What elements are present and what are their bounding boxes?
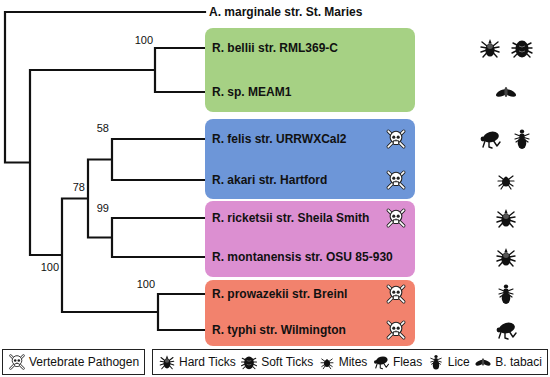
hard-tick-icon [497, 248, 515, 266]
legend-icon [318, 353, 336, 371]
taxon-name: R. sp. MEAM1 [212, 84, 291, 100]
legend-icon [158, 353, 176, 371]
legend-text: Fleas [393, 355, 422, 369]
legend-entry: Lice [427, 353, 470, 371]
legend-icon [427, 353, 445, 371]
bootstrap-value: 58 [97, 121, 109, 135]
louse-icon [515, 130, 529, 150]
bootstrap-value: 100 [137, 277, 155, 291]
whitefly-icon [495, 87, 517, 98]
legend-text: Hard Ticks [179, 355, 236, 369]
taxon-name: R. typhi str. Wilmington [212, 322, 346, 338]
hard-tick-icon [497, 209, 515, 227]
outgroup-name: A. marginale str. St. Maries [209, 5, 362, 19]
taxon-name: R. akari str. Hartford [212, 172, 327, 188]
taxon-name: R. prowazekii str. Breinl [212, 286, 347, 302]
taxon-name: R. felis str. URRWXCal2 [212, 131, 346, 147]
soft-tick-icon [512, 41, 532, 58]
clade-band: R. felis str. URRWXCal2 R. akari str. Har… [205, 119, 415, 199]
legend-entry: Fleas [372, 353, 422, 371]
bootstrap-value: 78 [73, 180, 85, 194]
legend-box: Vertebrate Pathogen [2, 349, 145, 375]
flea-icon [481, 130, 500, 148]
louse-icon [499, 285, 513, 305]
pathogen-skull-icon [385, 319, 407, 341]
legend-icon [8, 353, 26, 371]
clade-band: R. bellii str. RML369-C R. sp. MEAM1 [205, 28, 415, 112]
tree-branches [5, 12, 205, 330]
legend-entry: B. tabaci [474, 353, 542, 371]
flea-icon [497, 321, 516, 339]
hard-tick-icon [481, 39, 499, 57]
bootstrap-value: 99 [97, 201, 109, 215]
legend-icon [474, 353, 492, 371]
legend-text: Mites [339, 355, 368, 369]
pathogen-skull-icon [385, 283, 407, 305]
bootstrap-value: 100 [135, 33, 153, 47]
legend-box: Hard Ticks Soft Ticks Mites Fleas Lice B. tab… [152, 349, 548, 375]
clade-band: R. ricketsii str. Sheila Smith R. montane… [205, 201, 415, 277]
legend-text: Soft Ticks [261, 355, 313, 369]
taxon-name: R. montanensis str. OSU 85-930 [212, 249, 393, 265]
legend-entry: Hard Ticks [158, 353, 236, 371]
legend-entry: Vertebrate Pathogen [8, 353, 139, 371]
legend-text: B. tabaci [495, 355, 542, 369]
legend-text: Lice [448, 355, 470, 369]
clade-band: R. prowazekii str. Breinl R. typhi str. W… [205, 280, 415, 346]
taxon-name: R. bellii str. RML369-C [212, 40, 338, 56]
legend-icon [372, 353, 390, 371]
mite-icon [498, 176, 514, 189]
host-icons [481, 39, 532, 339]
legend-text: Vertebrate Pathogen [29, 355, 139, 369]
bootstrap-value: 100 [41, 260, 59, 274]
taxon-name: R. ricketsii str. Sheila Smith [212, 210, 369, 226]
legend-entry: Soft Ticks [240, 353, 313, 371]
pathogen-skull-icon [385, 128, 407, 150]
legend-entry: Mites [318, 353, 368, 371]
legend-icon [240, 353, 258, 371]
pathogen-skull-icon [385, 169, 407, 191]
pathogen-skull-icon [385, 207, 407, 229]
